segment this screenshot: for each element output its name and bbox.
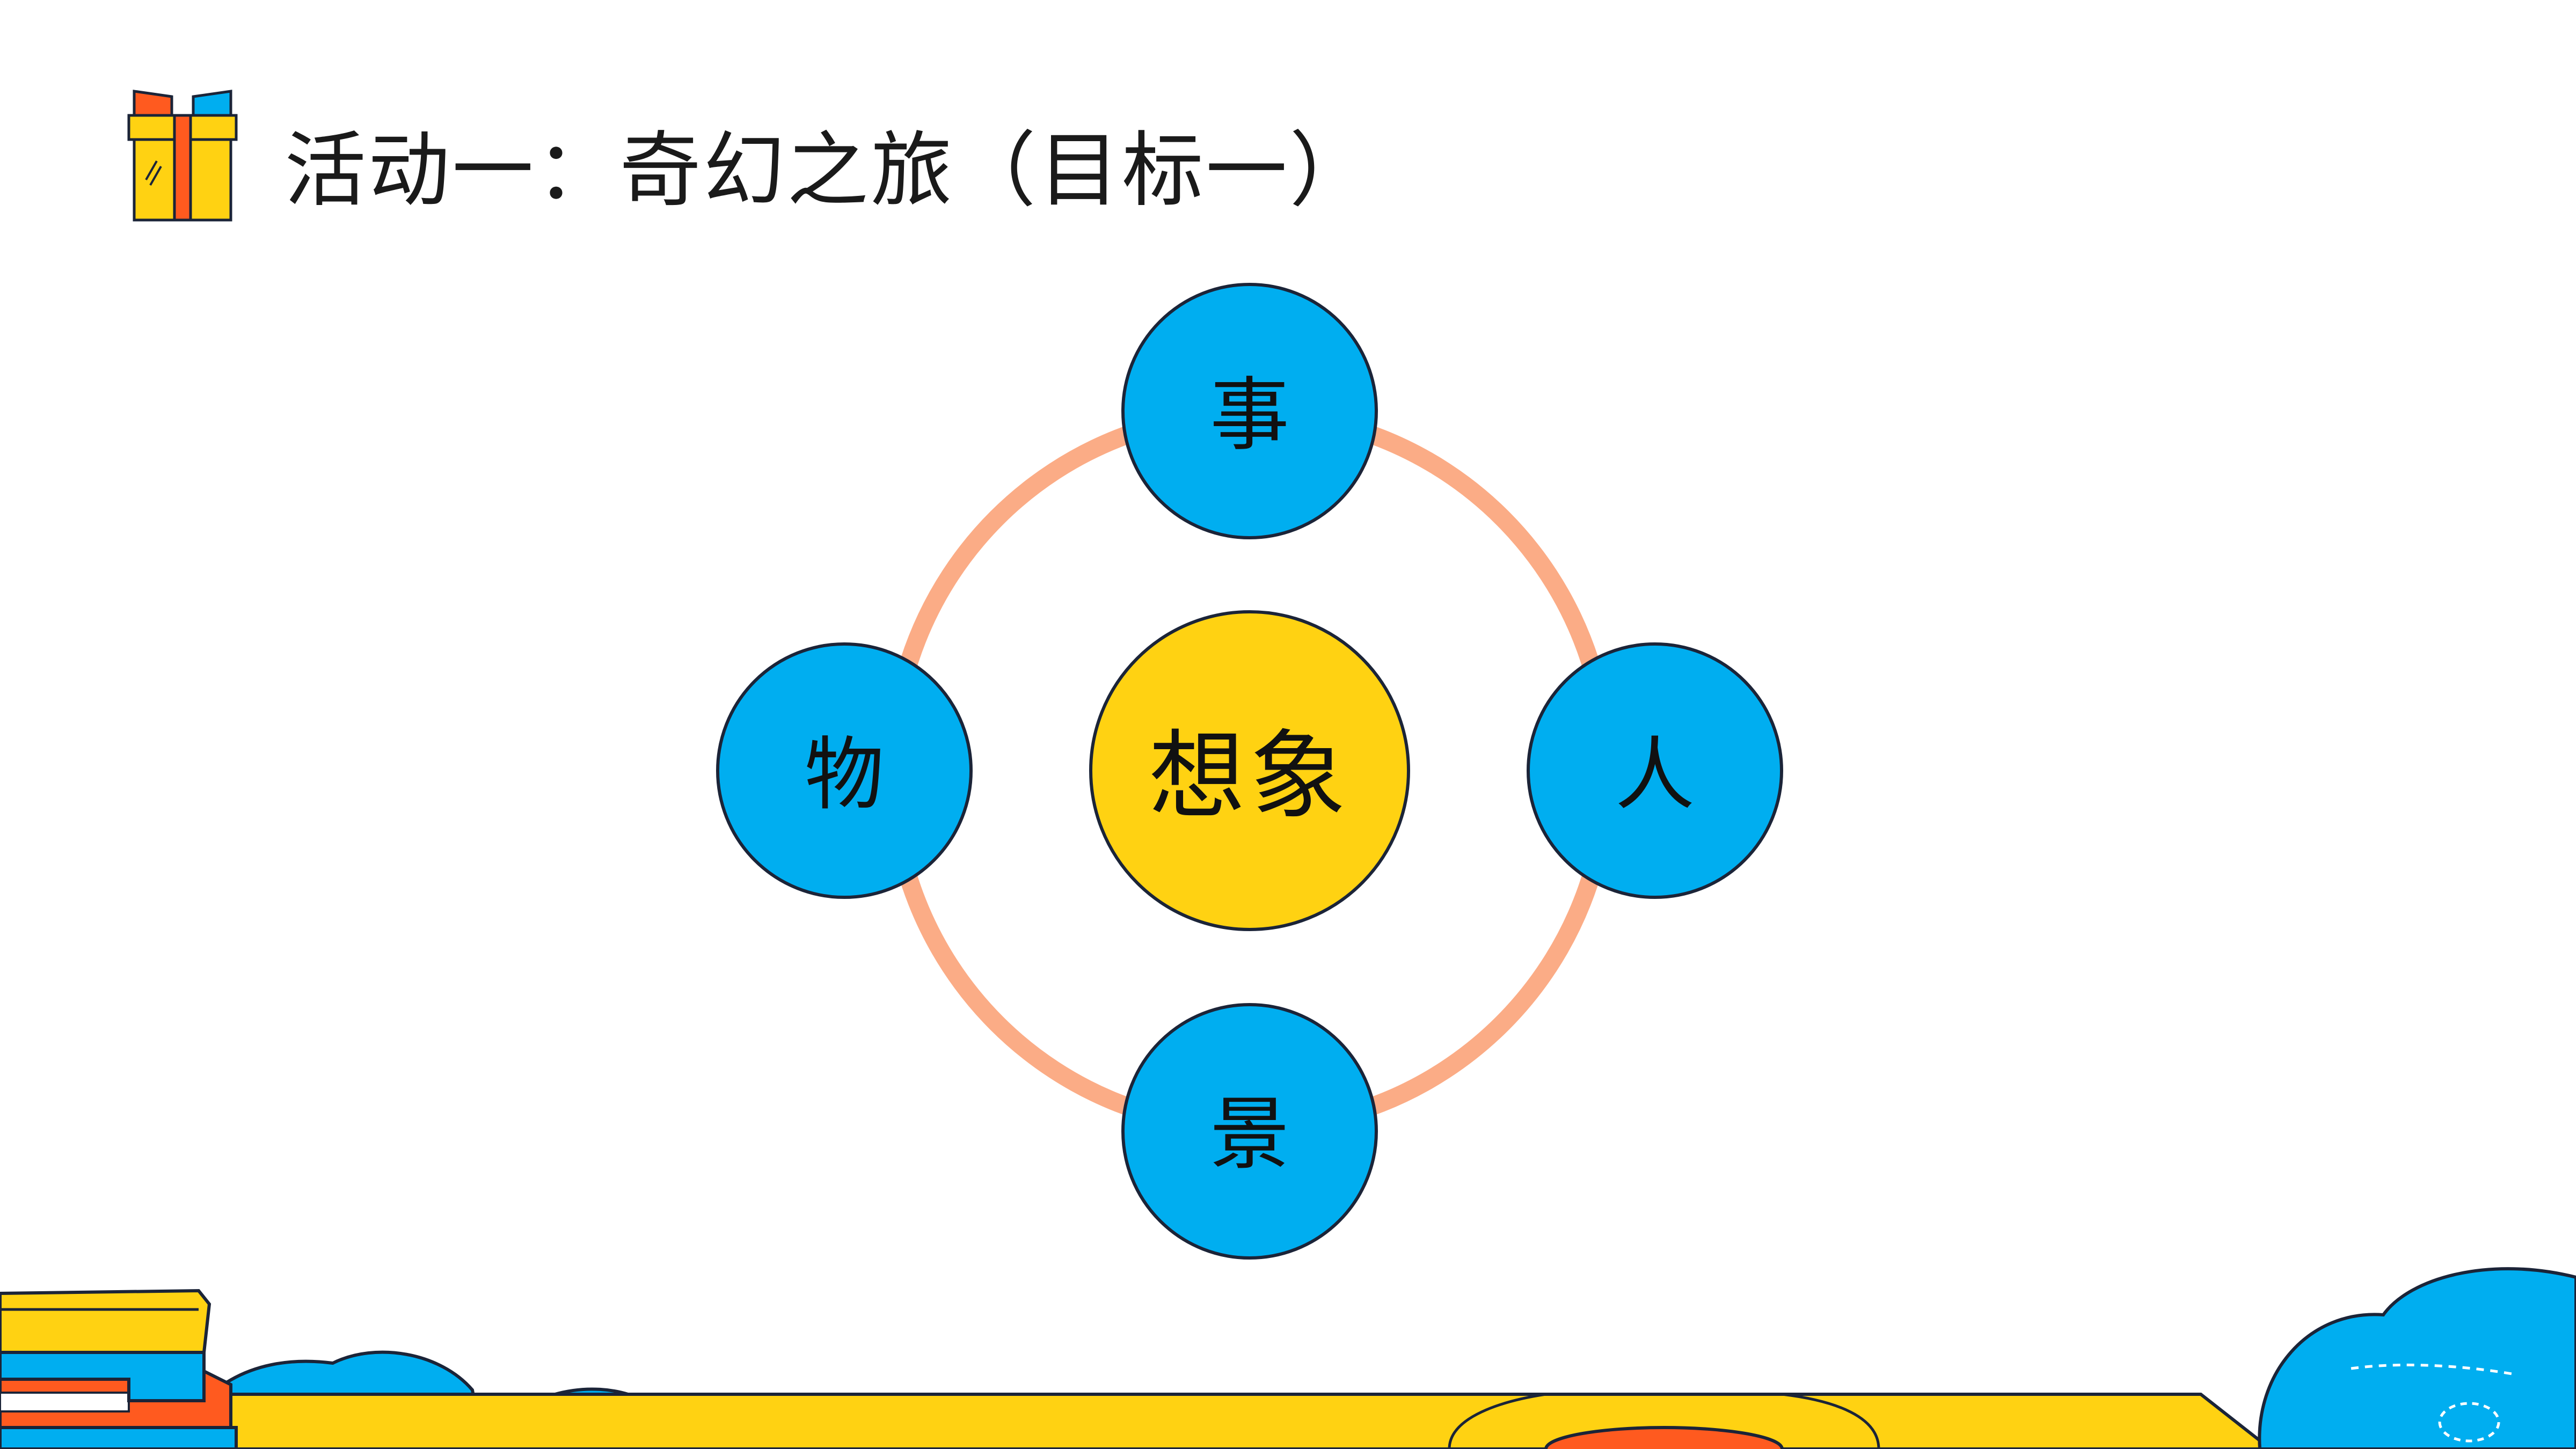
table-curve-2 — [1782, 1393, 1880, 1449]
node-circle-right — [1527, 642, 1783, 899]
center-label: 想象 — [1148, 720, 1351, 833]
center-circle — [1089, 610, 1410, 931]
gift-icon — [127, 90, 238, 222]
node-circle-top — [1121, 283, 1378, 539]
cloud-right — [2258, 1267, 2576, 1449]
node-label-left: 物 — [805, 728, 884, 821]
table-curve — [1448, 1393, 1546, 1449]
cloud-right-swirl — [2438, 1402, 2500, 1443]
orange-object — [1544, 1426, 1784, 1449]
book-1 — [0, 1289, 211, 1354]
node-label-bottom: 景 — [1210, 1088, 1289, 1181]
node-label-right: 人 — [1615, 728, 1695, 821]
node-circle-bottom — [1121, 1003, 1378, 1260]
page-title: 活动一：奇幻之旅（目标一） — [284, 123, 1373, 218]
cloud-right-dash — [2351, 1363, 2513, 1375]
node-label-top: 事 — [1210, 369, 1289, 462]
node-circle-left — [716, 642, 973, 899]
